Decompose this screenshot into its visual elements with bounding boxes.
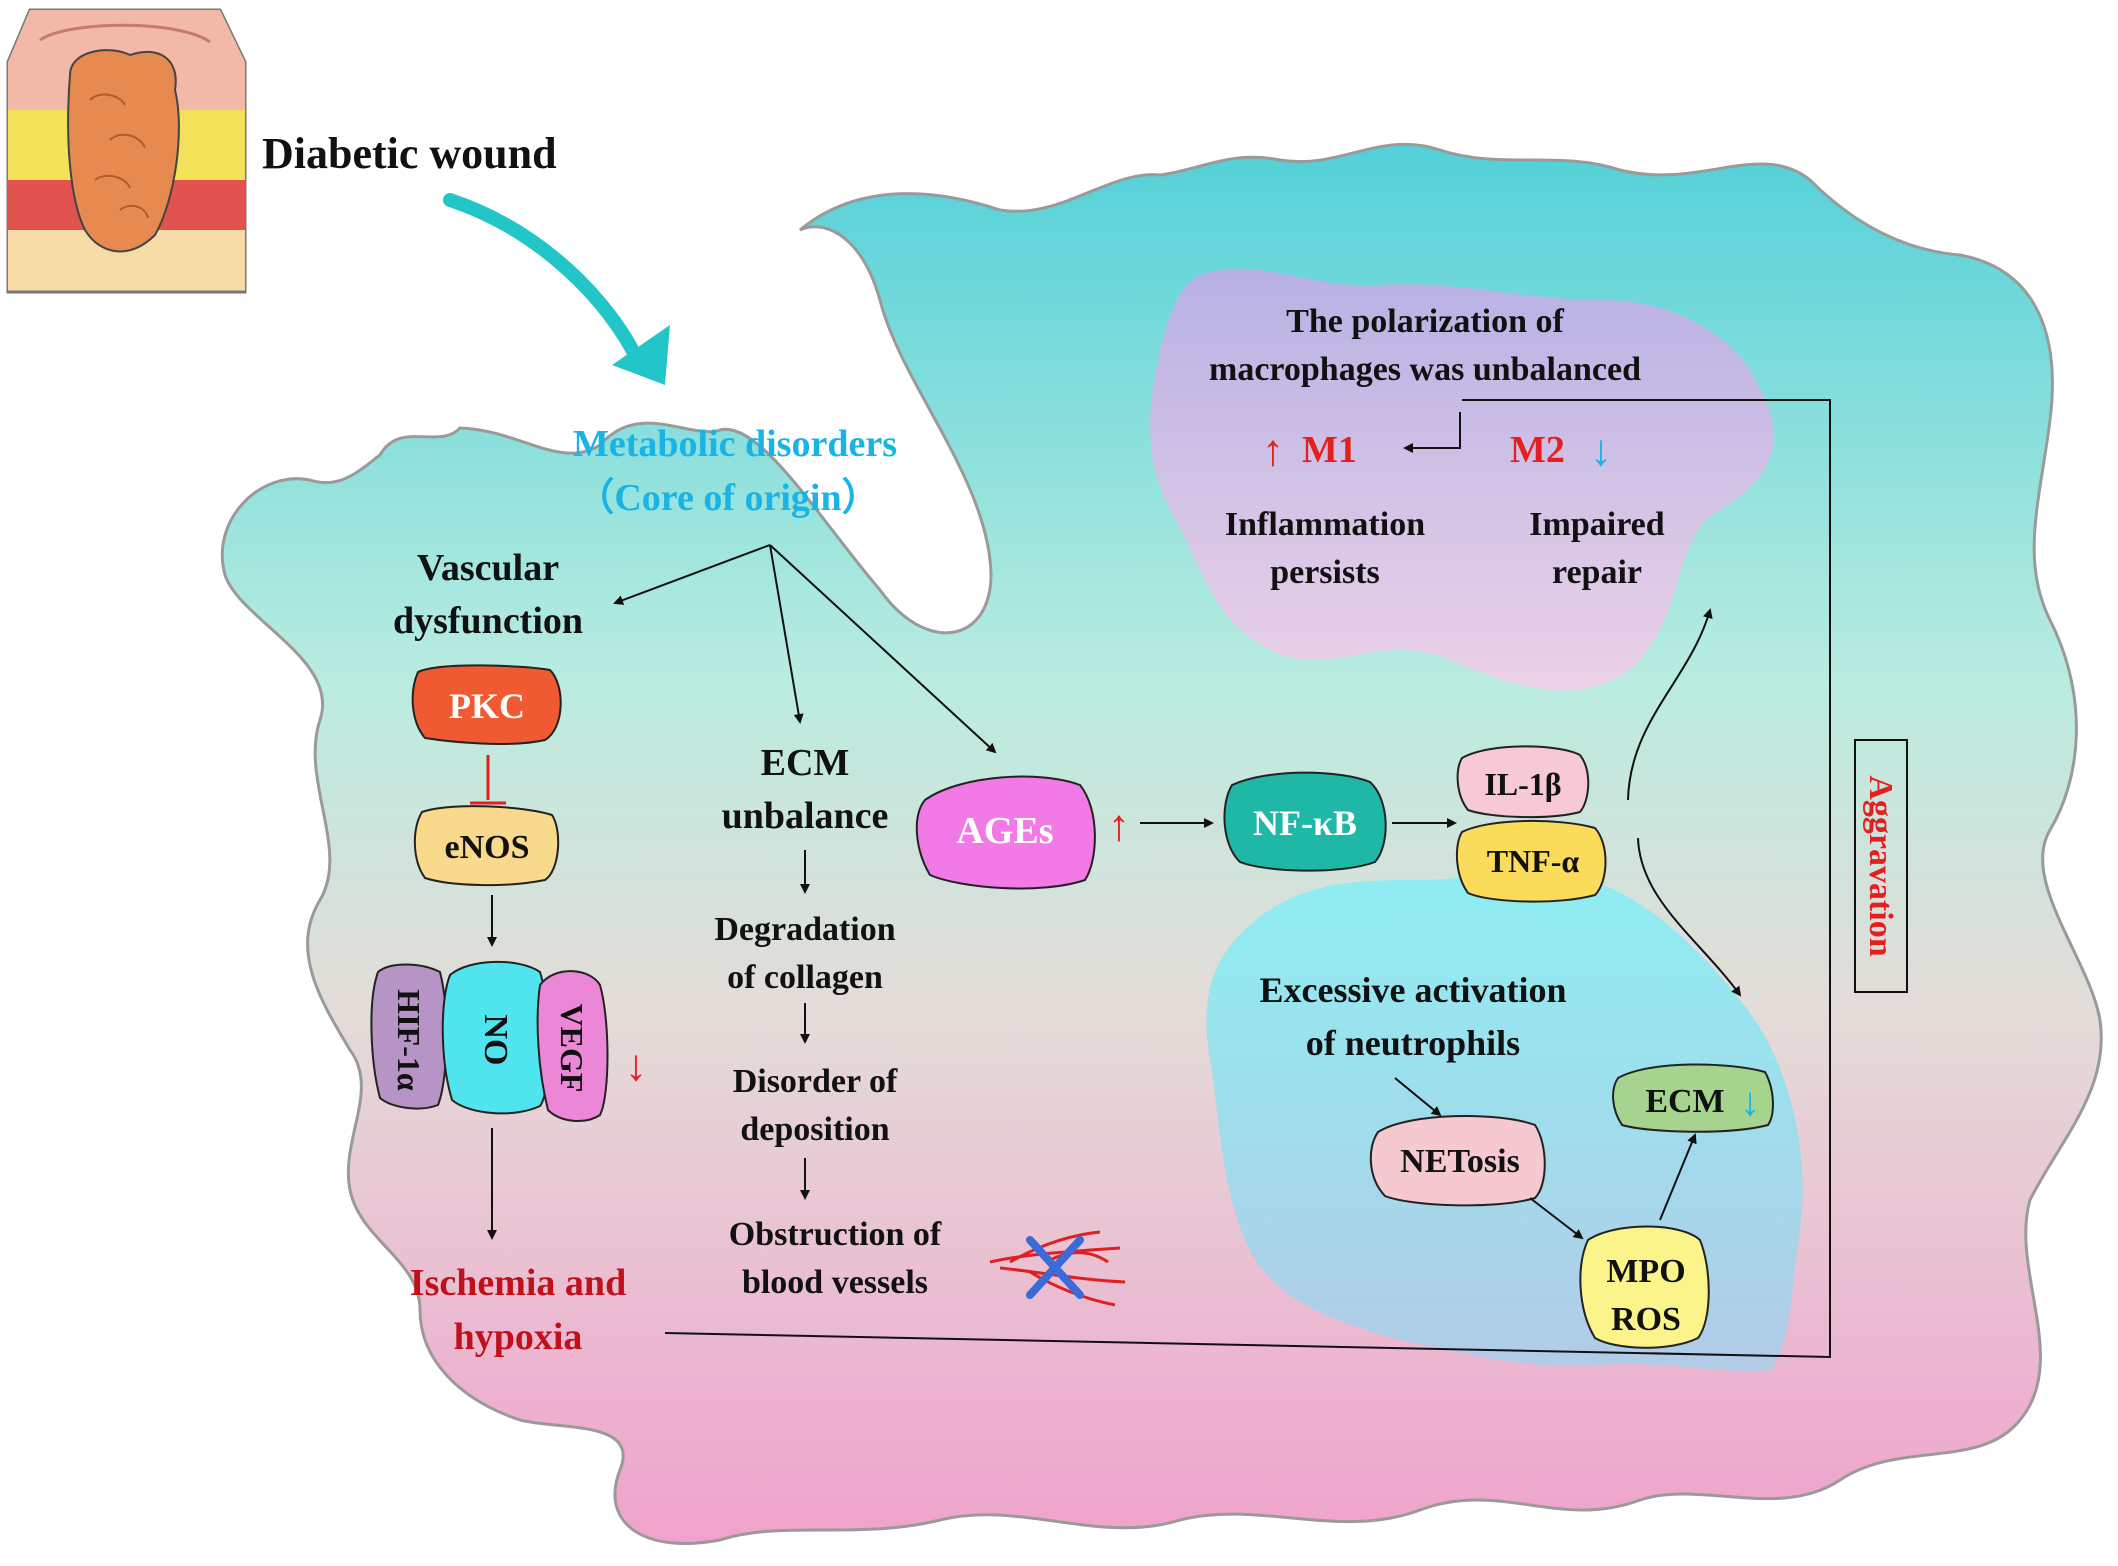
origin-line1: Metabolic disorders xyxy=(573,423,897,465)
ecm-node-down-arrow: ↓ xyxy=(1740,1079,1760,1124)
ecm-step3-line2: blood vessels xyxy=(742,1264,928,1301)
tnfa-label: TNF-α xyxy=(1487,843,1580,879)
m2-to-m1-arrow xyxy=(1403,412,1461,453)
ecm-step1-line1: Degradation xyxy=(714,911,895,948)
ages-up-arrow: ↑ xyxy=(1108,801,1130,850)
m2-down-arrow: ↓ xyxy=(1590,426,1612,475)
cytokine-to-macrophage-arrow xyxy=(1627,608,1713,801)
neutrophil-to-netosis-arrow xyxy=(1394,1077,1442,1117)
wound-illustration xyxy=(6,8,247,294)
m2-label: M2 xyxy=(1510,429,1565,471)
vegf-label: VEGF xyxy=(554,1004,590,1093)
enos-label: eNOS xyxy=(445,829,530,866)
origin-line2: （Core of origin） xyxy=(576,477,879,519)
ecm-node xyxy=(1612,1063,1774,1133)
neutrophil-title-line2: of neutrophils xyxy=(1306,1023,1520,1063)
nfkb-label: NF-κB xyxy=(1253,803,1357,843)
neutrophil-title-line1: Excessive activation xyxy=(1260,970,1567,1010)
m1-effect-line1: Inflammation xyxy=(1225,506,1425,543)
teal-arrow-head xyxy=(612,325,670,385)
no-label: NO xyxy=(477,1015,514,1066)
enos-node xyxy=(413,805,560,887)
teal-curved-arrow xyxy=(443,193,647,372)
tnfa-node xyxy=(1455,819,1607,903)
ages-label: AGEs xyxy=(956,810,1053,852)
macrophage-region xyxy=(1150,268,1775,691)
origin-arrows xyxy=(613,544,997,754)
ecm-step2-line2: deposition xyxy=(740,1111,889,1148)
macrophage-title-line1: The polarization of xyxy=(1286,303,1564,340)
mpo-label: MPO xyxy=(1606,1253,1685,1290)
il1b-node xyxy=(1456,745,1590,819)
netosis-to-mpo-arrow xyxy=(1529,1197,1584,1240)
ecm-step1-line2: of collagen xyxy=(727,959,883,996)
ecm-heading-line1: ECM xyxy=(761,742,850,784)
cytokine-to-neutrophil-arrow xyxy=(1637,837,1742,997)
m1-label: M1 xyxy=(1302,429,1357,471)
hif-label: HIF-1α xyxy=(391,989,427,1091)
vascular-heading-line2: dysfunction xyxy=(393,600,583,642)
il1b-label: IL-1β xyxy=(1484,766,1561,802)
netosis-label: NETosis xyxy=(1400,1143,1520,1180)
ischemia-line2: hypoxia xyxy=(454,1316,583,1358)
aggravation-box xyxy=(1854,739,1908,993)
m1-effect-line2: persists xyxy=(1270,554,1380,591)
pkc-node xyxy=(411,664,562,745)
hif-node xyxy=(370,963,448,1110)
diabetic-wound-title: Diabetic wound xyxy=(262,129,557,178)
ecm-node-label: ECM xyxy=(1645,1083,1724,1120)
vascular-heading-line1: Vascular xyxy=(417,547,559,589)
vegf-node xyxy=(536,970,609,1122)
aggravation-label: Aggravation xyxy=(1862,775,1899,956)
pkc-label: PKC xyxy=(449,686,525,726)
aggravation-feedback-line xyxy=(664,399,1831,1359)
mpo-ros-node xyxy=(1579,1225,1710,1349)
m2-effect-line2: repair xyxy=(1552,554,1642,591)
ecm-heading-line2: unbalance xyxy=(722,795,889,837)
macrophage-title-line2: macrophages was unbalanced xyxy=(1209,351,1641,388)
mpo-to-ecm-arrow xyxy=(1659,1133,1697,1221)
ecm-step3-line1: Obstruction of xyxy=(729,1216,942,1253)
netosis-node xyxy=(1369,1114,1546,1207)
ecm-step2-line1: Disorder of xyxy=(733,1063,898,1100)
ages-node xyxy=(915,775,1096,890)
m2-effect-line1: Impaired xyxy=(1529,506,1664,543)
m1-up-arrow: ↑ xyxy=(1262,426,1284,475)
vegf-down-arrow: ↓ xyxy=(625,1041,647,1090)
ros-label: ROS xyxy=(1611,1301,1681,1338)
blocked-vessel-icon xyxy=(989,1230,1126,1307)
nfkb-node xyxy=(1223,771,1387,872)
no-node xyxy=(441,960,550,1115)
ischemia-line1: Ischemia and xyxy=(410,1262,626,1304)
